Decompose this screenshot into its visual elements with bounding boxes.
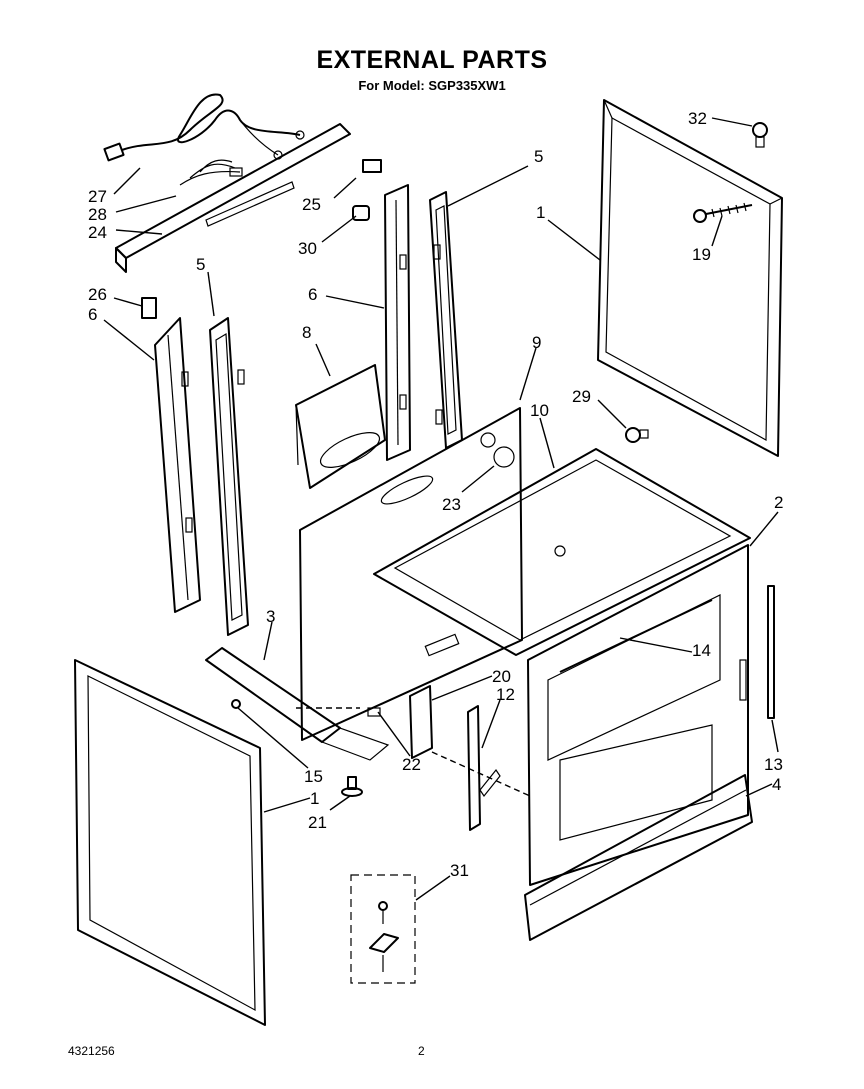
part-25-clip [362, 159, 382, 173]
callout-15: 15 [304, 767, 323, 786]
callout-30: 30 [298, 239, 317, 258]
part-6-left-rail [154, 317, 201, 613]
callout-29: 29 [572, 387, 591, 406]
page-number: 2 [418, 1044, 425, 1058]
callout-1: 1 [536, 203, 545, 222]
page-title: EXTERNAL PARTS [316, 46, 548, 74]
part-32-knob [752, 122, 768, 148]
callout-26: 26 [88, 285, 107, 304]
callout-5: 5 [534, 147, 543, 166]
part-1-upper-panel [597, 99, 783, 457]
part-5-left-bracket [209, 317, 249, 636]
part-27-power-cord [103, 93, 305, 162]
part-21-leveling-leg [341, 776, 363, 797]
part-31-anti-tip-kit [350, 874, 416, 984]
part-5-right-bracket [429, 191, 463, 449]
callout-28: 28 [88, 205, 107, 224]
callout-10: 10 [530, 401, 549, 420]
part-6-right-rail [384, 184, 411, 461]
callout-23: 23 [442, 495, 461, 514]
callout-14: 14 [692, 641, 711, 660]
part-2-front-frame [527, 544, 749, 886]
callout-13: 13 [764, 755, 783, 774]
callout-19: 19 [692, 245, 711, 264]
part-15-pin [231, 699, 241, 709]
part-24-trim-bar [115, 123, 351, 273]
part-29-plug [625, 427, 649, 443]
callout-4: 4 [772, 775, 781, 794]
part-9-back-panel [299, 407, 523, 741]
callout-31: 31 [450, 861, 469, 880]
callout-5: 5 [196, 255, 205, 274]
callout-8: 8 [302, 323, 311, 342]
part-20-bracket [409, 685, 433, 759]
callout-32: 32 [688, 109, 707, 128]
part-22-clip [367, 707, 381, 717]
callout-6: 6 [308, 285, 317, 304]
callout-9: 9 [532, 333, 541, 352]
part-30-clip [352, 205, 370, 221]
model-subtitle: For Model: SGP335XW1 [358, 78, 506, 93]
part-10-cooktop [373, 448, 751, 656]
callout-6: 6 [88, 305, 97, 324]
document-number: 4321256 [68, 1044, 115, 1058]
part-3-bottom-rail [205, 647, 390, 761]
callout-1: 1 [310, 789, 319, 808]
part-12-bracket [467, 705, 501, 831]
callout-22: 22 [402, 755, 421, 774]
callout-25: 25 [302, 195, 321, 214]
part-4-kick-plate [524, 774, 753, 941]
part-8-burner-box [295, 364, 386, 489]
part-19-screw [693, 202, 753, 223]
leader-lines [103, 117, 779, 901]
callout-12: 12 [496, 685, 515, 704]
part-1-lower-panel [74, 659, 266, 1026]
part-28-wire-harness [179, 159, 243, 186]
callout-numbers: 32 5 1 19 27 28 24 25 30 6 5 26 6 8 9 10… [88, 109, 783, 880]
part-13-trim [767, 585, 775, 719]
callout-21: 21 [308, 813, 327, 832]
callout-3: 3 [266, 607, 275, 626]
callout-24: 24 [88, 223, 107, 242]
part-14-strip [559, 599, 713, 673]
callout-20: 20 [492, 667, 511, 686]
part-26-bracket [141, 297, 157, 319]
callout-27: 27 [88, 187, 107, 206]
callout-2: 2 [774, 493, 783, 512]
